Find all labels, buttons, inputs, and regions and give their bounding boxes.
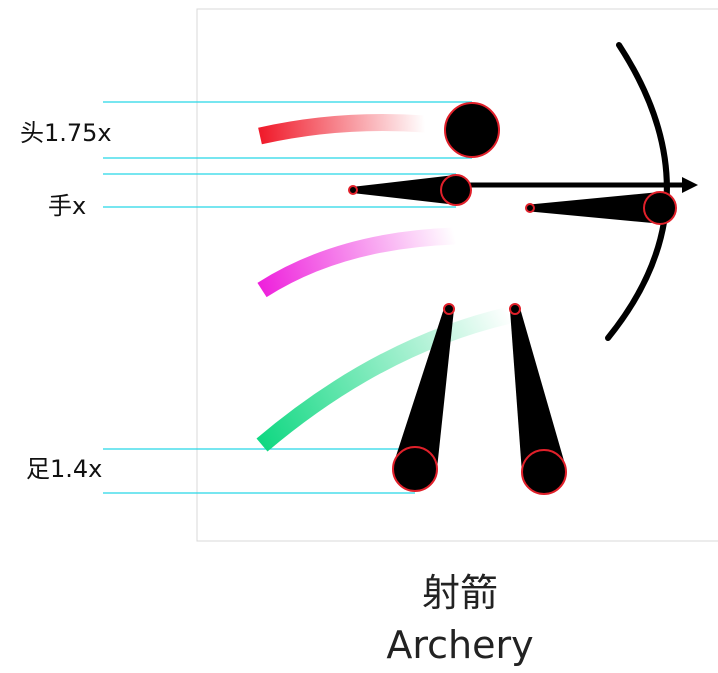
right-hip-joint [509,303,521,315]
head-label: 头1.75x [20,119,112,147]
foot-trail [256,306,512,452]
arrow-head [682,177,698,193]
head-joint [444,102,500,158]
arrow [458,177,698,193]
foot-label: 足1.4x [26,455,103,483]
guide-lines [103,101,472,494]
back-shoulder-joint [440,174,472,206]
caption-english: Archery [386,623,534,667]
front-arm [529,192,662,224]
back-arm [352,175,458,205]
back-hand-joint [348,185,358,195]
head-trail [258,114,426,145]
front-shoulder-joint [525,203,535,213]
left-leg [393,308,454,475]
caption-chinese: 射箭 [421,571,498,615]
right-foot-joint [521,449,567,495]
right-leg [510,308,566,478]
hand-label: 手x [48,192,87,220]
left-foot-joint [392,446,438,492]
front-hand-joint [643,191,677,225]
left-hip-joint [443,303,455,315]
frame [196,8,718,542]
hand-trail [257,227,456,298]
